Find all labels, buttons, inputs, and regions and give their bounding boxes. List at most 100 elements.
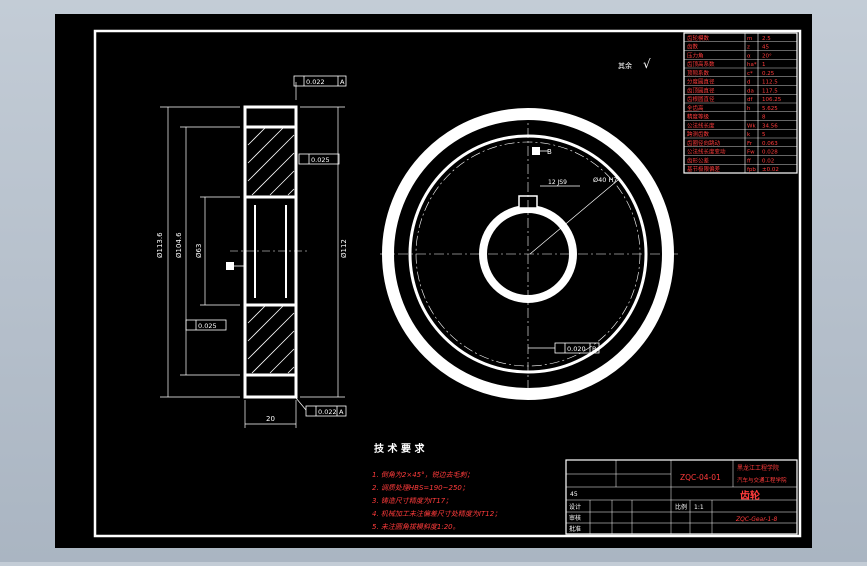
param-value: 106.25 (762, 97, 782, 103)
param-value: 0.063 (762, 141, 778, 147)
param-name: 压力角 (687, 51, 704, 59)
param-symbol: c* (747, 71, 753, 77)
param-value: 20° (762, 53, 772, 59)
datum-bottom: A (339, 408, 344, 416)
tech-item-2: 2. 调质处理HBS=190~250； (372, 484, 469, 492)
tech-item-5: 5. 未注圆角拔模斜度1:20。 (372, 523, 460, 531)
param-name: 齿顶圆直径 (687, 86, 715, 94)
title-scale-label: 比例 (675, 503, 687, 511)
param-name: 齿顶高系数 (687, 60, 715, 68)
param-name: 基节极限偏差 (687, 165, 721, 173)
tolerance-bottom-value: 0.022 (318, 408, 337, 416)
tolerance-frame-mid-lower: 0.025 (185, 319, 227, 331)
param-symbol: d (747, 80, 751, 86)
title-approver: 批准 (569, 525, 581, 533)
tech-item-4: 4. 机械加工未注偏差尺寸处精度为IT12； (372, 510, 501, 518)
dim-outer-label: Ø113.6 (156, 232, 164, 258)
keyway-dim-label: 12 JS9 (548, 179, 567, 186)
param-name: 齿数 (687, 43, 699, 51)
param-name: 齿轮模数 (687, 34, 710, 42)
tolerance-keyway-datum: B (592, 345, 596, 353)
tolerance-mid-upper-value: 0.025 (311, 156, 330, 164)
param-symbol: h (747, 106, 751, 112)
param-name: 精度等级 (687, 113, 710, 121)
param-value: 117.5 (762, 88, 778, 94)
param-name: 公法线长度变动 (687, 148, 726, 156)
param-value: 0.25 (762, 71, 775, 77)
bottom-rim (243, 373, 298, 399)
param-name: 分度圆直径 (687, 78, 715, 86)
title-block: ZQC-04-01 黑龙江工程学院 汽车与交通工程学院 齿轮 45 比例 1:1… (565, 459, 798, 535)
param-value: 5.625 (762, 106, 778, 112)
param-value: 8 (762, 115, 766, 121)
param-symbol: df (747, 97, 753, 103)
datum-top: A (340, 78, 345, 86)
param-value: 2.5 (762, 36, 771, 42)
upper-hatch-lines (247, 126, 295, 196)
param-symbol: α (747, 53, 751, 59)
param-name: 全齿高 (687, 104, 704, 112)
title-part-name: 齿轮 (740, 489, 760, 502)
title-school: 黑龙江工程学院 (737, 464, 779, 472)
param-value: 5 (762, 132, 766, 138)
bore-fit-label: Ø40 H7 (593, 176, 617, 184)
param-symbol: Fw (747, 150, 755, 156)
param-value: 0.028 (762, 150, 778, 156)
datum-marker-b (532, 147, 540, 155)
datum-b-label: B (547, 148, 552, 156)
tolerance-top-value: 0.022 (306, 78, 325, 86)
param-value: 45 (762, 45, 769, 51)
title-school-sub: 汽车与交通工程学院 (737, 476, 787, 484)
param-symbol: fpb (747, 167, 756, 173)
param-value: ±0.02 (762, 167, 779, 173)
tolerance-mid-lower-value: 0.025 (198, 322, 217, 330)
lower-hatch-lines (247, 304, 295, 374)
roughness-note: 其余 √ (618, 57, 651, 71)
param-value: 0.02 (762, 158, 774, 164)
param-name: 跨测齿数 (687, 130, 710, 138)
tech-requirements: 技 术 要 求 1. 倒角为2×45°，锐边去毛刺； 2. 调质处理HBS=19… (372, 442, 501, 531)
param-name: 齿根圆直径 (687, 95, 715, 103)
tolerance-frame-bottom: 0.022 A (295, 397, 347, 417)
param-symbol: da (747, 88, 754, 94)
param-name: 公法线长度 (687, 121, 715, 129)
tech-item-3: 3. 铸造尺寸精度为IT17； (372, 497, 452, 505)
param-symbol: m (747, 36, 752, 42)
datum-marker-a (226, 262, 234, 270)
param-name: 齿圈径向跳动 (687, 139, 721, 147)
param-symbol: k (747, 132, 751, 138)
tolerance-frame-top: 0.022 A (293, 75, 347, 100)
dim-root-label: Ø104.6 (175, 232, 183, 258)
tolerance-keyway-value: 0.020 (567, 345, 586, 353)
tech-title: 技 术 要 求 (374, 442, 425, 455)
param-value: 1 (762, 62, 766, 68)
title-drawing-no: ZQC-04-01 (680, 473, 721, 482)
dim-hub-label: Ø63 (195, 244, 203, 258)
section-view: Ø113.6 Ø104.6 Ø63 Ø112 20 0.022 A 0.025 … (156, 75, 348, 428)
roughness-check-icon: √ (643, 57, 651, 71)
param-symbol: Fr (747, 141, 753, 147)
param-symbol: Wk (747, 123, 756, 129)
dim-inner-label: Ø112 (340, 239, 348, 258)
leader-bore (529, 179, 619, 255)
param-symbol: z (747, 45, 750, 51)
drawing-border (93, 29, 802, 538)
roughness-label: 其余 (618, 61, 632, 70)
title-checker: 审核 (569, 514, 581, 522)
title-designer: 设计 (569, 503, 581, 511)
param-symbol: ff (747, 158, 751, 164)
front-view: 12 JS9 Ø40 H7 B 0.020 B (380, 108, 680, 400)
param-name: 顶隙系数 (687, 69, 710, 77)
dim-width-label: 20 (266, 415, 275, 423)
param-value: 112.5 (762, 80, 778, 86)
param-value: 34.56 (762, 123, 778, 129)
title-scale: 1:1 (694, 504, 704, 511)
param-name: 齿形公差 (687, 156, 710, 164)
title-material: 45 (570, 491, 578, 498)
tech-item-1: 1. 倒角为2×45°，锐边去毛刺； (372, 471, 474, 479)
tolerance-frame-keyway (554, 342, 600, 354)
tolerance-frame-mid-upper: 0.025 (298, 153, 340, 165)
